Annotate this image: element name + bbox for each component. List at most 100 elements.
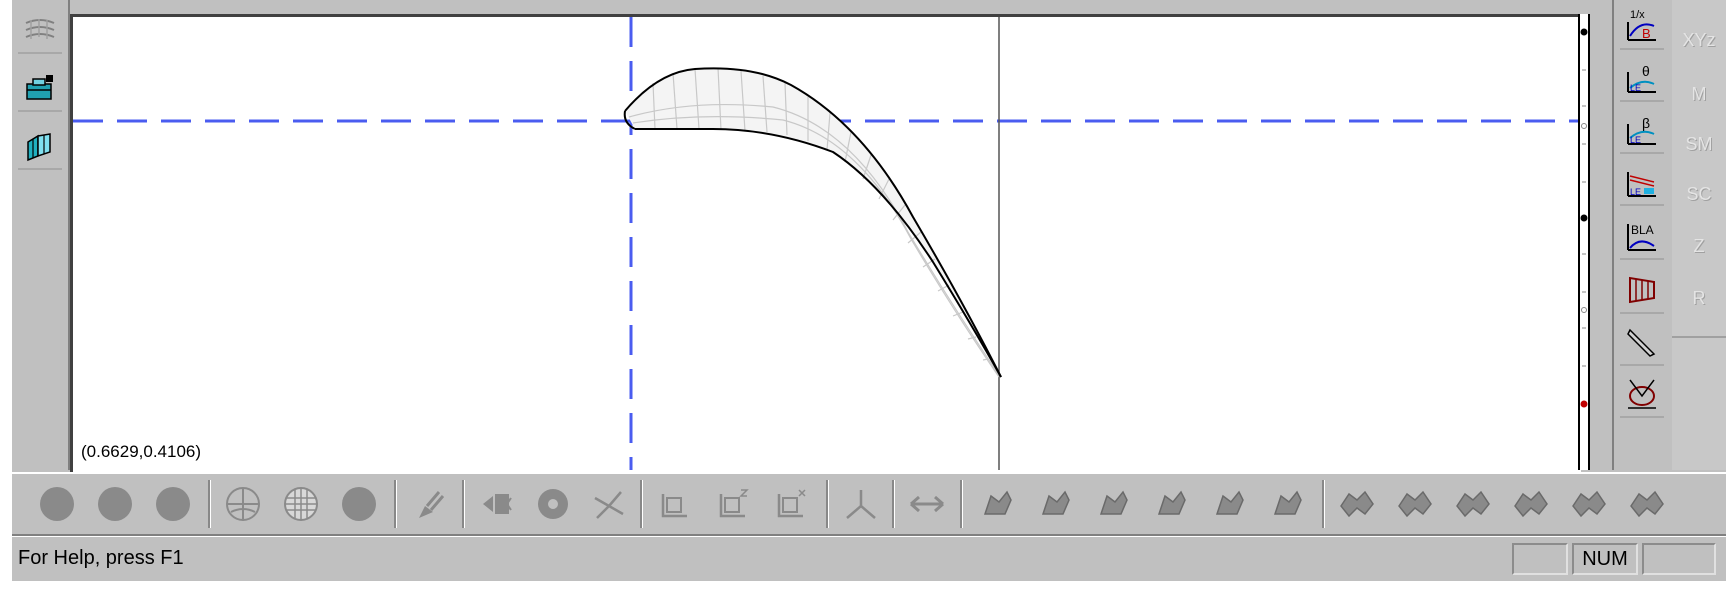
view-circle-button-2[interactable] [92,482,138,526]
passage-button[interactable] [1620,266,1664,314]
view-4-button[interactable] [1148,482,1194,526]
marker-strip [1578,14,1590,470]
view-3-icon [1099,490,1128,515]
mesh-tool-button[interactable] [18,8,62,54]
arrow-lr-button[interactable] [904,482,950,526]
gear-icon [538,489,568,519]
status-num-indicator: NUM [1572,543,1638,575]
wing-6-icon [1630,490,1664,518]
toolbar-separator [1322,480,1325,528]
marker-dot [1580,214,1588,222]
wing-1-icon [1340,490,1374,518]
label-xyz[interactable]: XYz [1682,30,1716,50]
cone-button[interactable] [1620,370,1664,418]
bla-chart-button[interactable]: BLA [1620,212,1664,260]
axes-xyz-button[interactable] [586,482,632,526]
bottom-toolbar [12,472,1726,536]
label-z[interactable]: Z [1693,236,1705,256]
marker-dot-red [1580,400,1588,408]
blade-viewport [73,17,1578,470]
circle-icon [156,487,190,521]
blade-compare-icon: 1/x B [1627,9,1656,41]
toolbar-separator [394,480,397,528]
circle-icon [342,487,376,521]
brush-icon [419,491,445,518]
view-4-icon [1157,490,1186,515]
globe-icon [226,487,260,521]
blade-compare-button[interactable]: 1/x B [1620,2,1664,50]
view-6-button[interactable] [1264,482,1310,526]
wing-2-icon [1398,490,1432,518]
wing-3-button[interactable] [1450,482,1496,526]
wing-4-button[interactable] [1508,482,1554,526]
view-circle-button-1[interactable] [34,482,80,526]
globe-button[interactable] [220,482,266,526]
label-m[interactable]: M [1691,84,1707,104]
box-x-button[interactable] [652,482,698,526]
theta-chart-button[interactable]: θ LE [1620,54,1664,102]
box-xy-button[interactable] [768,482,814,526]
axis-y-icon [846,490,876,519]
wing-5-button[interactable] [1566,482,1612,526]
box-xy-icon [777,489,806,518]
svg-text:LE: LE [1630,83,1641,93]
axes-xyz-icon [594,491,624,519]
wing-4-icon [1514,490,1548,518]
blade-suction-side [624,67,1002,378]
view-1-button[interactable] [974,482,1020,526]
beta-chart-button[interactable]: β LE [1620,106,1664,154]
pencil-button[interactable] [1620,318,1664,366]
view-2-button[interactable] [1032,482,1078,526]
svg-text:LE: LE [1630,135,1641,145]
label-r[interactable]: R [1692,288,1706,308]
wing-2-button[interactable] [1392,482,1438,526]
thickness-chart-button[interactable]: LE [1620,158,1664,206]
view-circle-button-3[interactable] [150,482,196,526]
blade-pressure-side [635,128,1002,378]
toolbar-separator [826,480,829,528]
marker-dot [1581,123,1587,129]
view-3-button[interactable] [1090,482,1136,526]
mesh-icon [25,19,55,39]
cascade-tool-button[interactable] [18,124,62,170]
passage-icon [1629,276,1655,304]
rotate-button[interactable] [474,482,520,526]
wing-1-button[interactable] [1334,482,1380,526]
gear-button[interactable] [530,482,576,526]
toolbox-tool-button[interactable] [18,66,62,112]
blade-mesh-fill [625,68,1001,378]
svg-text:LE: LE [1630,187,1641,197]
toolbar-separator [892,480,895,528]
view-5-button[interactable] [1206,482,1252,526]
circle-icon [98,487,132,521]
drawing-canvas[interactable]: (0.6629,0.4106) [70,14,1581,473]
toolbox-icon [26,75,53,100]
svg-text:β: β [1642,115,1650,131]
box-xz-button[interactable] [710,482,756,526]
view-5-icon [1215,490,1244,515]
wing-6-button[interactable] [1624,482,1670,526]
view-1-icon [983,490,1012,515]
pencil-icon [1627,328,1656,357]
sphere-button[interactable] [278,482,324,526]
rotate-icon [483,494,512,514]
blade-mesh-grid [628,67,1000,378]
view-circle-button-4[interactable] [336,482,382,526]
cone-icon [1628,379,1656,409]
label-sc[interactable]: SC [1686,184,1712,204]
svg-text:θ: θ [1642,63,1650,79]
circle-icon [40,487,74,521]
brush-button[interactable] [406,482,452,526]
status-bar: For Help, press F1 NUM [12,536,1726,581]
cascade-icon [27,133,51,162]
label-sm[interactable]: SM [1685,134,1713,154]
toolbar-separator [208,480,211,528]
view-label-panel: XYz M SM SC Z R [1672,0,1726,470]
svg-text:B: B [1642,26,1651,41]
toolbar-separator [960,480,963,528]
panel-divider [1672,336,1726,338]
box-x-icon [661,494,687,518]
axis-y-button[interactable] [838,482,884,526]
beta-chart-icon: β LE [1627,115,1656,145]
arrow-lr-icon [910,495,944,513]
